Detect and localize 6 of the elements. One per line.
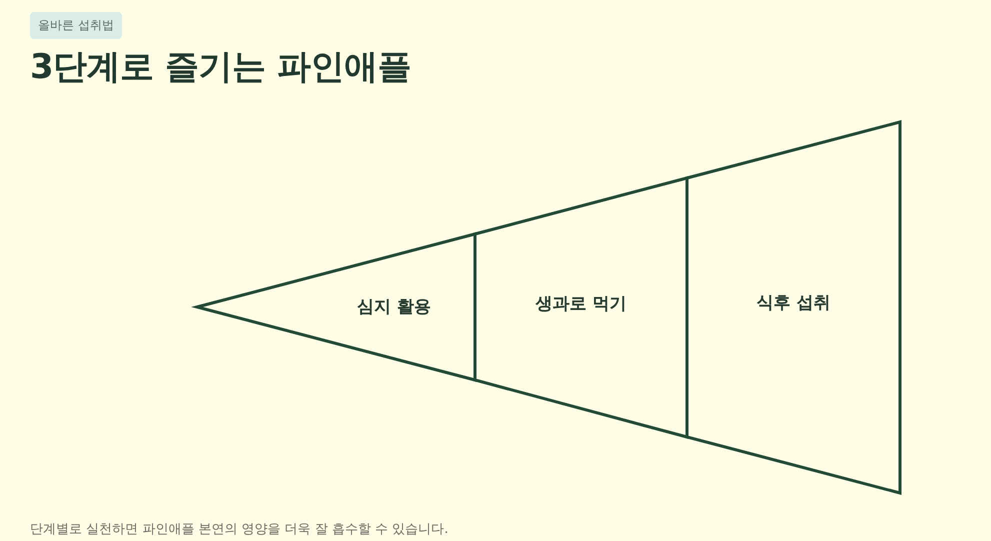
caption: 단계별로 실천하면 파인애플 본연의 영양을 더욱 잘 흡수할 수 있습니다. bbox=[30, 521, 448, 538]
stage-label: 식후 섭취 bbox=[756, 292, 830, 314]
category-tag: 올바른 섭취법 bbox=[30, 12, 122, 39]
stage-label: 심지 활용 bbox=[357, 296, 431, 318]
stage-label: 생과로 먹기 bbox=[536, 293, 626, 315]
page-title: 3단계로 즐기는 파인애플 bbox=[30, 46, 411, 89]
